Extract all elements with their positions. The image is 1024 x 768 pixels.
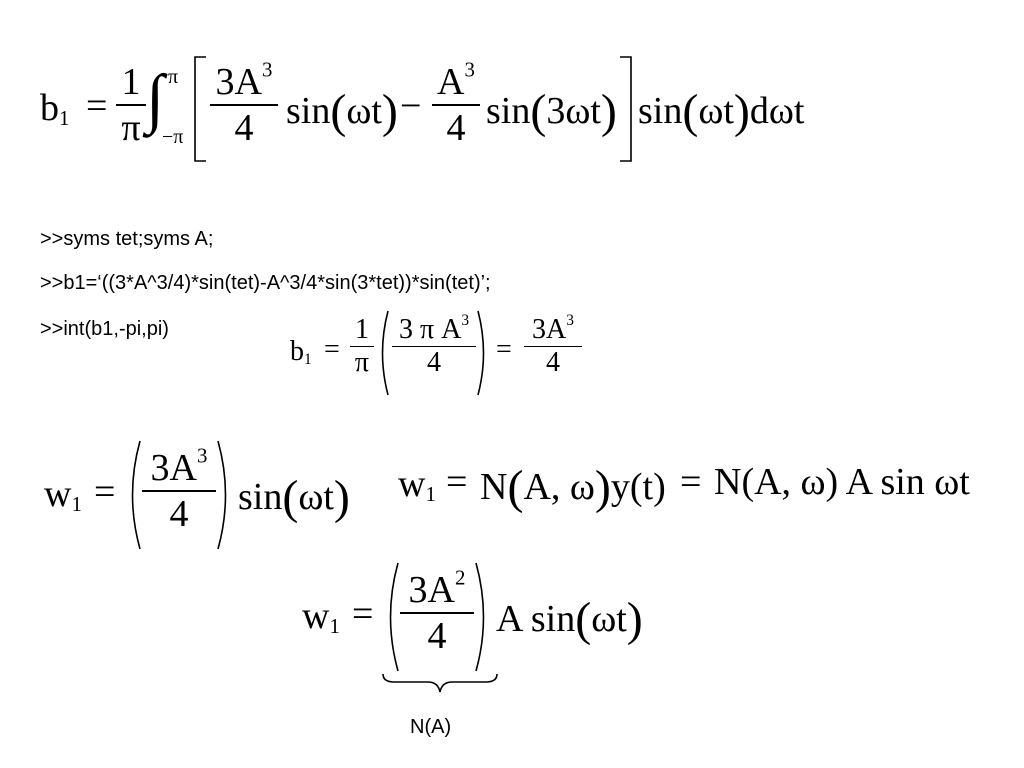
right-square-bracket [620, 56, 632, 162]
equals-sign: = [324, 334, 340, 365]
fraction-3piA3-over-4: 3 π A3 4 [392, 313, 476, 379]
right-paren [217, 440, 227, 550]
equals-sign: = [86, 85, 108, 127]
code-line-syms: >>syms tet;syms A; [40, 228, 214, 250]
fraction-1-over-pi: 1 π [350, 314, 374, 379]
subscript-1: 1 [71, 492, 82, 517]
left-paren [131, 440, 141, 550]
fraction-3a2-over-4: 3A2 4 [400, 567, 474, 658]
equals-sign-2: = [680, 461, 702, 503]
subscript-1: 1 [59, 106, 70, 131]
n-a-omega-a-sin-omega-t: N(A, ω) A sin ωt [714, 461, 970, 503]
left-square-bracket [194, 56, 206, 162]
fraction-3a3-over-4: 3A3 4 [524, 313, 582, 379]
left-paren [389, 562, 399, 672]
symbol-w: w [302, 595, 330, 637]
fraction-a3-over-4: A3 4 [432, 59, 480, 150]
minus-sign: − [400, 85, 422, 127]
sin-omega-t: sin(ωt) [238, 471, 350, 524]
symbol-b: b [40, 87, 59, 129]
fraction-1-over-pi: 1 π [116, 60, 146, 150]
equals-sign: = [352, 593, 374, 635]
code-line-int: >>int(b1,-pi,pi) [40, 318, 169, 340]
subscript-1: 1 [425, 482, 436, 507]
fraction-3a3-over-4: 3A3 4 [210, 59, 278, 150]
code-line-b1-definition: >>b1=‘((3*A^3/4)*sin(tet)-A^3/4*sin(3*te… [40, 272, 491, 294]
left-paren [381, 310, 389, 396]
right-paren [477, 310, 485, 396]
equals-sign-2: = [496, 334, 512, 365]
subscript-1: 1 [329, 614, 340, 639]
a-sin-omega-t: A sin(ωt) [496, 593, 643, 646]
brace-label-n-of-a: N(A) [410, 716, 452, 738]
equals-sign: = [446, 461, 468, 503]
integral-upper-limit: π [168, 66, 179, 88]
symbol-w: w [44, 473, 72, 515]
sin-omega-t-d-omega-t: sin(ωt)dωt [638, 85, 805, 138]
subscript-1: 1 [304, 350, 312, 368]
integral-lower-limit: −π [162, 126, 184, 148]
symbol-w: w [398, 463, 426, 505]
fraction-3a3-over-4: 3A3 4 [142, 445, 216, 536]
sin-3-omega-t: sin(3ωt) [486, 85, 617, 138]
underbrace [382, 673, 498, 693]
n-of-a-omega-y-t: N(A, ω)y(t) [480, 461, 666, 514]
right-paren [475, 562, 485, 672]
equals-sign: = [94, 471, 116, 513]
sin-omega-t: sin(ωt) [286, 85, 398, 138]
integral-sign: ∫ [146, 62, 165, 135]
symbol-b: b [290, 336, 304, 367]
